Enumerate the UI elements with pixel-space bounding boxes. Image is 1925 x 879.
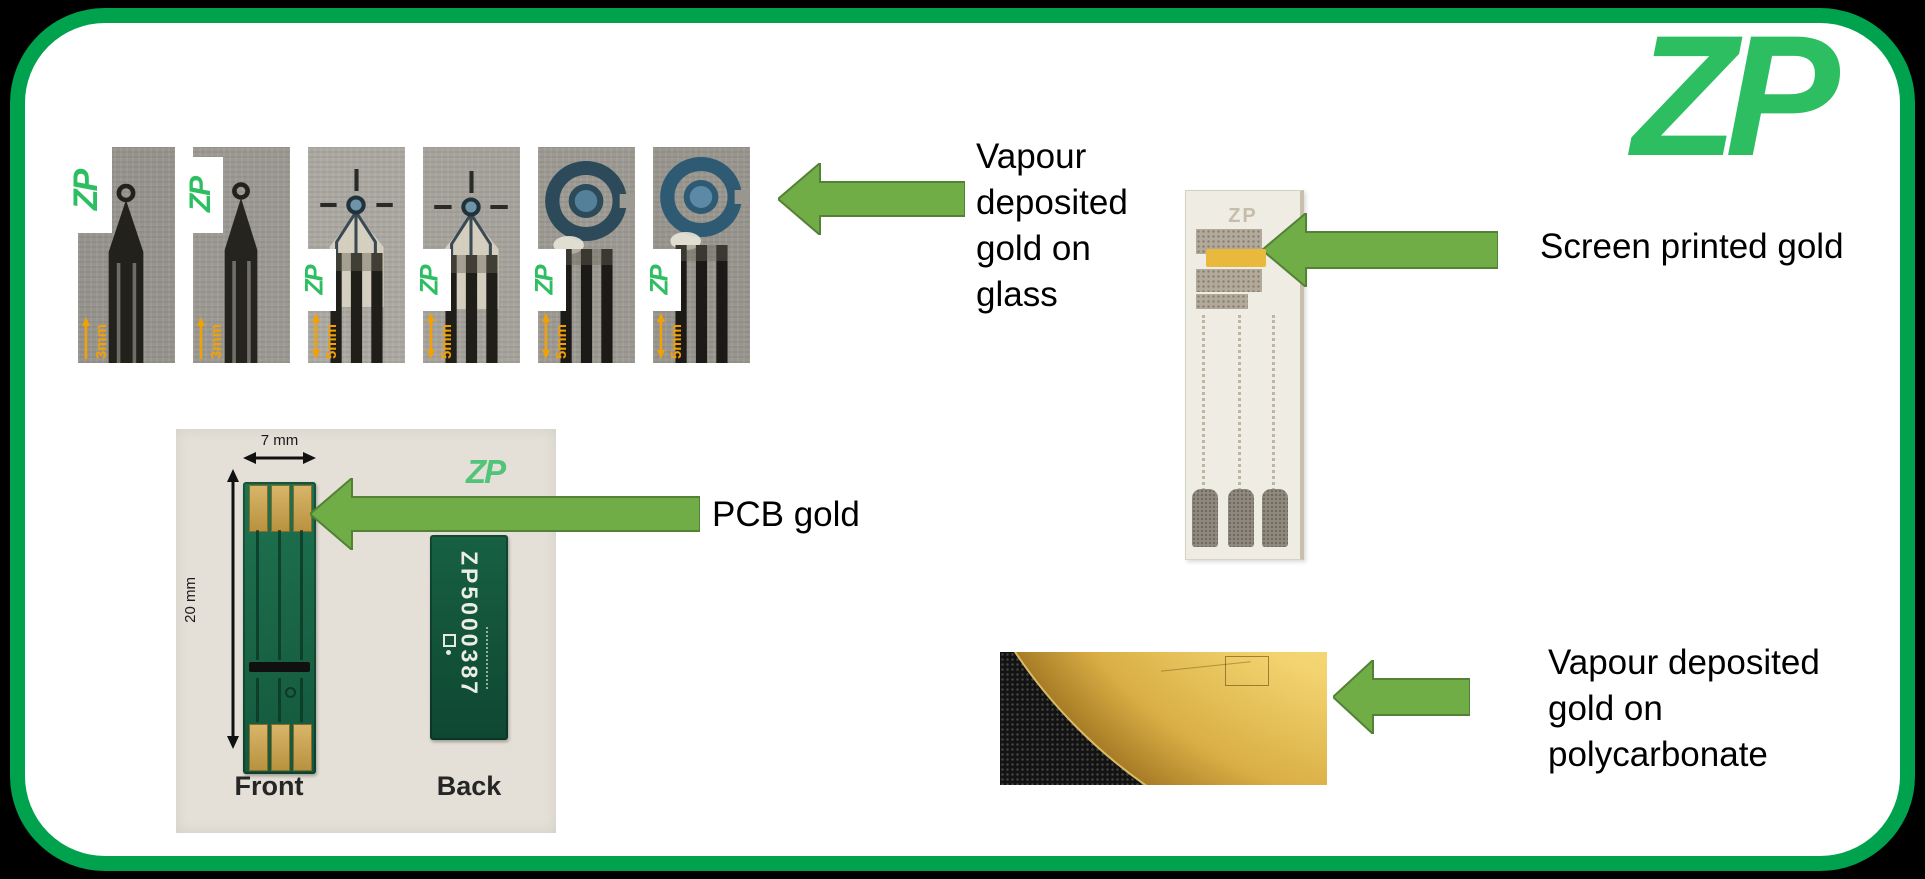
cross-electrode-art — [434, 171, 508, 363]
printed-track — [1238, 315, 1241, 497]
gold-disc-photo — [1000, 652, 1327, 785]
printed-track — [1272, 315, 1275, 497]
zp-watermark-badge: ZP — [179, 157, 223, 233]
gold-pad — [271, 724, 290, 771]
zp-watermark-badge: ZP — [639, 249, 681, 311]
needle-electrode-art — [224, 182, 258, 363]
zp-strip-watermark: ZP — [1228, 205, 1258, 227]
gold-pad — [249, 724, 268, 771]
electrode-strip-photo-6: ZP 5mm — [639, 147, 750, 363]
scale-arrow-vertical-icon — [657, 313, 665, 359]
scale-label: 5mm — [541, 313, 570, 359]
pcb-hole — [285, 687, 296, 698]
scale-label: 3mm — [196, 317, 225, 359]
caption-screen-printed: Screen printed gold — [1540, 227, 1844, 266]
ring-electrode-art — [660, 157, 750, 363]
electrode-strip-photo-3: ZP 5mm — [294, 147, 405, 363]
printed-track — [1202, 315, 1205, 497]
pcb-trace — [278, 678, 281, 722]
electrode-strip-photo-2: ZP 3mm — [179, 147, 290, 363]
green-arrow-vapour-glass-icon — [778, 163, 965, 235]
carbon-print-block — [1196, 269, 1262, 292]
green-arrow-screen-printed-icon — [1262, 213, 1498, 287]
electrode-strip-photo-1: ZP 3mm — [62, 147, 175, 363]
scale-arrow-vertical-icon — [312, 313, 320, 359]
scale-arrow-vertical-icon — [427, 313, 435, 359]
pcb-trace — [300, 530, 303, 660]
scale-label: 5mm — [426, 313, 455, 359]
contact-pad — [1228, 489, 1254, 547]
scale-label: 5mm — [311, 313, 340, 359]
scale-arrow-up-icon — [82, 317, 90, 359]
serial-number: ZP5000387 — [456, 551, 483, 697]
electrode-strip-photo-4: ZP 5mm — [409, 147, 520, 363]
zp-watermark-badge: ZP — [62, 147, 112, 233]
scale-arrow-vertical-icon — [542, 313, 550, 359]
pcb-trace — [256, 530, 259, 660]
electrode-strip-row: ZP 3mm ZP — [62, 147, 750, 363]
green-arrow-pcb-gold-icon — [310, 478, 700, 550]
width-dimension-arrow-icon — [243, 452, 316, 464]
screen-printed-strip-photo: ZP — [1185, 190, 1304, 560]
gold-band — [1206, 249, 1266, 267]
pcb-photo: ZP 7 mm 20 mm — [176, 429, 556, 833]
gold-disc — [1000, 652, 1327, 785]
electrode-strip-photo-5: ZP 5mm — [524, 147, 635, 363]
caption-vapour-glass: Vapour deposited gold on glass — [976, 137, 1128, 314]
cross-electrode-art — [320, 169, 393, 363]
gold-pad — [249, 485, 268, 532]
contact-pad — [1262, 489, 1288, 547]
gold-pad — [271, 485, 290, 532]
zp-brand-logo: ZP — [1632, 0, 1840, 192]
green-arrow-polycarbonate-icon — [1333, 660, 1470, 734]
needle-electrode-art — [108, 183, 144, 363]
front-label: Front — [234, 771, 304, 801]
zp-watermark-badge: ZP — [409, 249, 451, 311]
caption-pcb-gold: PCB gold — [712, 495, 860, 534]
height-dimension-label: 20 mm — [182, 577, 199, 623]
pcb-back-board: ZP5000387 — [430, 535, 508, 740]
registration-mark — [443, 634, 456, 647]
pcb-front-board — [243, 482, 316, 774]
batch-code-marks — [486, 627, 488, 689]
zp-photo-watermark: ZP — [466, 453, 506, 490]
width-dimension-label: 7 mm — [260, 432, 299, 449]
back-label: Back — [436, 771, 502, 801]
scale-label: 5mm — [656, 313, 685, 359]
scale-arrow-up-icon — [197, 317, 205, 359]
zp-watermark-badge: ZP — [294, 249, 336, 311]
pcb-trace — [300, 678, 303, 722]
pcb-trace — [256, 678, 259, 722]
caption-polycarbonate: Vapour deposited gold on polycarbonate — [1548, 643, 1820, 774]
height-dimension-arrow-icon — [227, 469, 239, 749]
scale-label: 3mm — [81, 317, 110, 359]
carbon-print-block — [1196, 294, 1248, 309]
registration-dot — [446, 650, 451, 655]
sensor-band — [249, 662, 310, 672]
pcb-trace — [278, 530, 281, 660]
zp-watermark-badge: ZP — [524, 249, 566, 311]
etched-pattern — [1225, 656, 1269, 686]
gold-pad — [293, 724, 312, 771]
contact-pad — [1192, 489, 1218, 547]
